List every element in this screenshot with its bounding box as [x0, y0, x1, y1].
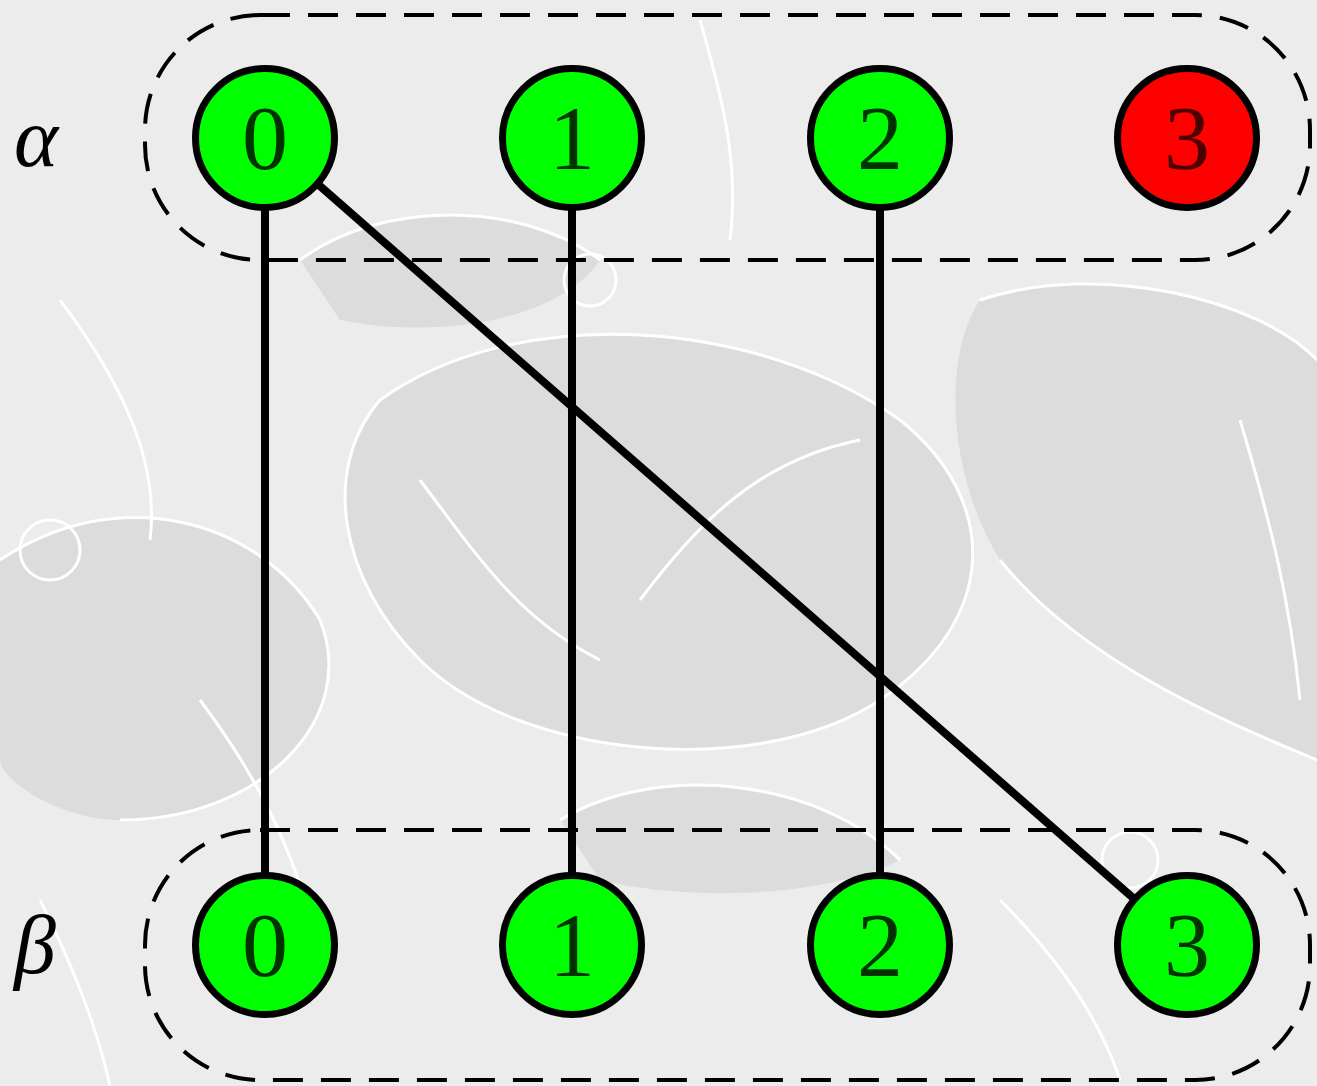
node-number: 0	[242, 899, 288, 991]
node-number: 3	[1164, 899, 1210, 991]
edge-line	[572, 208, 573, 875]
state-circle: 0	[192, 872, 338, 1018]
edge-line	[265, 208, 266, 875]
state-circle: 0	[192, 65, 338, 211]
node-number: 2	[857, 899, 903, 991]
node-number: 3	[1164, 92, 1210, 184]
edge-line	[880, 208, 881, 875]
state-circle: 1	[499, 65, 645, 211]
state-circle: 3	[1114, 872, 1260, 1018]
group-band: α 0 1 2 3	[0, 0, 1317, 275]
group-label: α	[14, 96, 58, 180]
node-number: 0	[242, 92, 288, 184]
edge-line	[318, 184, 1135, 899]
state-circle: 2	[807, 872, 953, 1018]
state-circle: 1	[499, 872, 645, 1018]
group-band: β 0 1 2 3	[0, 815, 1317, 1086]
group-label: β	[14, 903, 56, 987]
node-number: 1	[549, 899, 595, 991]
node-number: 2	[857, 92, 903, 184]
node-number: 1	[549, 92, 595, 184]
state-circle: 3	[1114, 65, 1260, 211]
state-circle: 2	[807, 65, 953, 211]
